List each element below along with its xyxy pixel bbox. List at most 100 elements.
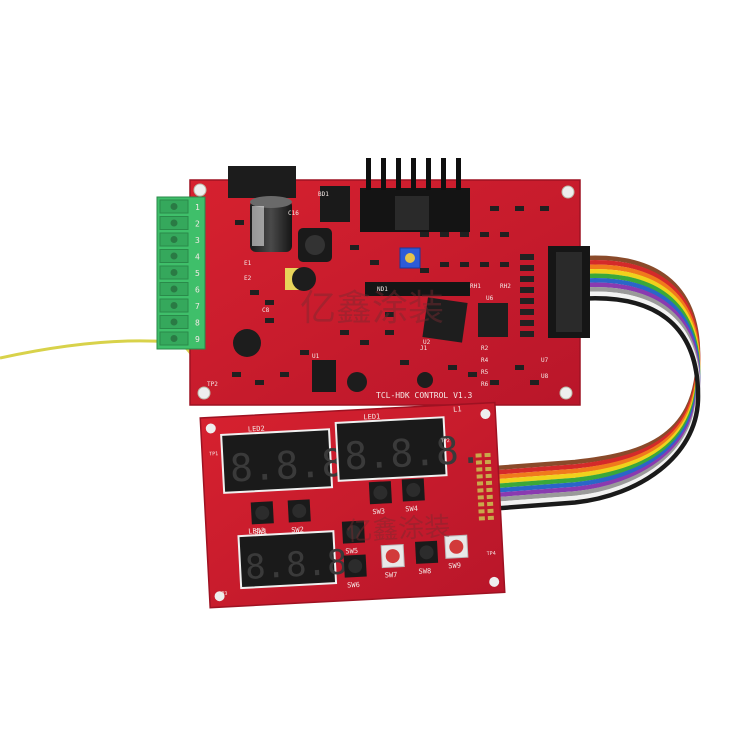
terminal-screw <box>170 269 178 276</box>
switch-label: SW4 <box>405 505 418 514</box>
terminal-screw <box>170 252 178 260</box>
terminal-screw <box>170 203 178 210</box>
smd-resistor <box>520 276 534 282</box>
button-cap <box>348 559 363 574</box>
led-display-1: 8.8.8. <box>334 416 483 482</box>
header-pin <box>476 467 483 472</box>
smd-part <box>420 268 429 273</box>
header-pin <box>486 494 493 500</box>
terminal-number: 4 <box>195 253 200 262</box>
button-cap <box>449 539 464 554</box>
smd-resistor <box>520 331 534 337</box>
smd-resistor <box>520 309 534 315</box>
display-label: LED2 <box>248 425 265 434</box>
header-pin <box>485 466 492 472</box>
smd-part <box>480 262 489 267</box>
smd-part <box>500 232 509 237</box>
heatsink-fin <box>441 158 446 190</box>
smd-part <box>300 350 309 355</box>
heatsink-fin <box>396 158 401 190</box>
component-label: E1 <box>244 260 252 267</box>
component-label: U7 <box>541 357 549 364</box>
header-connector <box>320 186 350 222</box>
smd-part <box>530 380 539 385</box>
smd-part <box>235 220 244 225</box>
heatsink-fin <box>456 158 461 190</box>
header-pin <box>487 508 494 514</box>
push-button-sw5[interactable]: SW5 <box>341 520 366 556</box>
terminal-number: 3 <box>195 236 200 245</box>
component-label: R6 <box>481 381 489 388</box>
smd-part <box>385 330 394 335</box>
component-label: U1 <box>312 353 320 360</box>
component-label: U8 <box>541 373 549 380</box>
display-label: L1 <box>453 405 462 413</box>
smd-resistor <box>520 298 534 304</box>
yellow-wire <box>0 339 198 366</box>
smd-part <box>420 232 429 237</box>
push-button-sw8[interactable]: SW8 <box>415 540 439 576</box>
driver-chip <box>478 303 508 337</box>
smd-part <box>460 232 469 237</box>
component-label: TP2 <box>207 381 218 388</box>
button-cap <box>255 505 270 520</box>
switch-label: SW8 <box>418 567 431 576</box>
bridge-rectifier <box>228 166 296 198</box>
push-button-sw4[interactable]: SW4 <box>401 478 426 514</box>
push-button-sw1[interactable]: SW1 <box>250 501 275 537</box>
header-pin <box>487 515 494 521</box>
smd-resistor <box>520 287 534 293</box>
smd-part <box>232 372 241 377</box>
switch-label: SW3 <box>372 507 385 516</box>
smd-components <box>232 206 549 385</box>
idc-connector <box>548 246 590 338</box>
svg-text:8.8.8.: 8.8.8. <box>343 427 482 478</box>
heatsink-fin <box>381 158 386 190</box>
component-label: ND1 <box>377 286 388 293</box>
smd-part <box>515 206 524 211</box>
header-pin <box>486 487 493 493</box>
terminal-screw <box>170 335 178 342</box>
push-button-sw3[interactable]: SW3 <box>368 481 393 516</box>
button-cap <box>292 503 307 518</box>
pin-header-strip <box>365 282 470 296</box>
smd-part <box>468 372 477 377</box>
heatsink-fin <box>366 158 371 190</box>
button-cap <box>406 482 421 497</box>
smd-part <box>490 380 499 385</box>
header-pin <box>478 516 485 521</box>
push-button-sw2[interactable]: SW2 <box>287 499 312 535</box>
component-label: R4 <box>481 357 489 364</box>
terminal-number: 8 <box>195 319 200 328</box>
push-button-sw7[interactable]: SW7 <box>380 544 405 580</box>
small-capacitor <box>292 267 316 291</box>
smd-resistor <box>520 320 534 326</box>
smd-part <box>370 260 379 265</box>
switch-label: SW1 <box>254 528 267 537</box>
header-pin <box>477 495 484 500</box>
led-display-3: 8.8.8. <box>237 530 369 590</box>
component-label: C16 <box>288 210 299 217</box>
component-label: E2 <box>244 275 252 282</box>
switch-label: SW2 <box>291 526 304 535</box>
header-pin <box>485 480 493 486</box>
component-label: R5 <box>481 369 489 376</box>
heatsink-fin <box>426 158 431 190</box>
component-label: J1 <box>420 345 428 352</box>
terminal-screw <box>170 219 178 227</box>
component-label: BD1 <box>318 191 329 198</box>
component-label: U6 <box>486 295 494 302</box>
smd-part <box>265 300 274 305</box>
heatsink <box>360 158 470 232</box>
push-button-sw6[interactable]: SW6 <box>343 554 368 590</box>
terminal-screw <box>170 318 178 326</box>
smd-resistor <box>520 265 534 271</box>
switch-label: SW6 <box>347 581 360 590</box>
test-point-label: TP1 <box>209 451 218 457</box>
push-button-sw9[interactable]: SW9 <box>444 534 469 570</box>
header-pin <box>484 452 491 458</box>
header-pin <box>475 460 483 465</box>
terminal-screw <box>170 302 178 309</box>
